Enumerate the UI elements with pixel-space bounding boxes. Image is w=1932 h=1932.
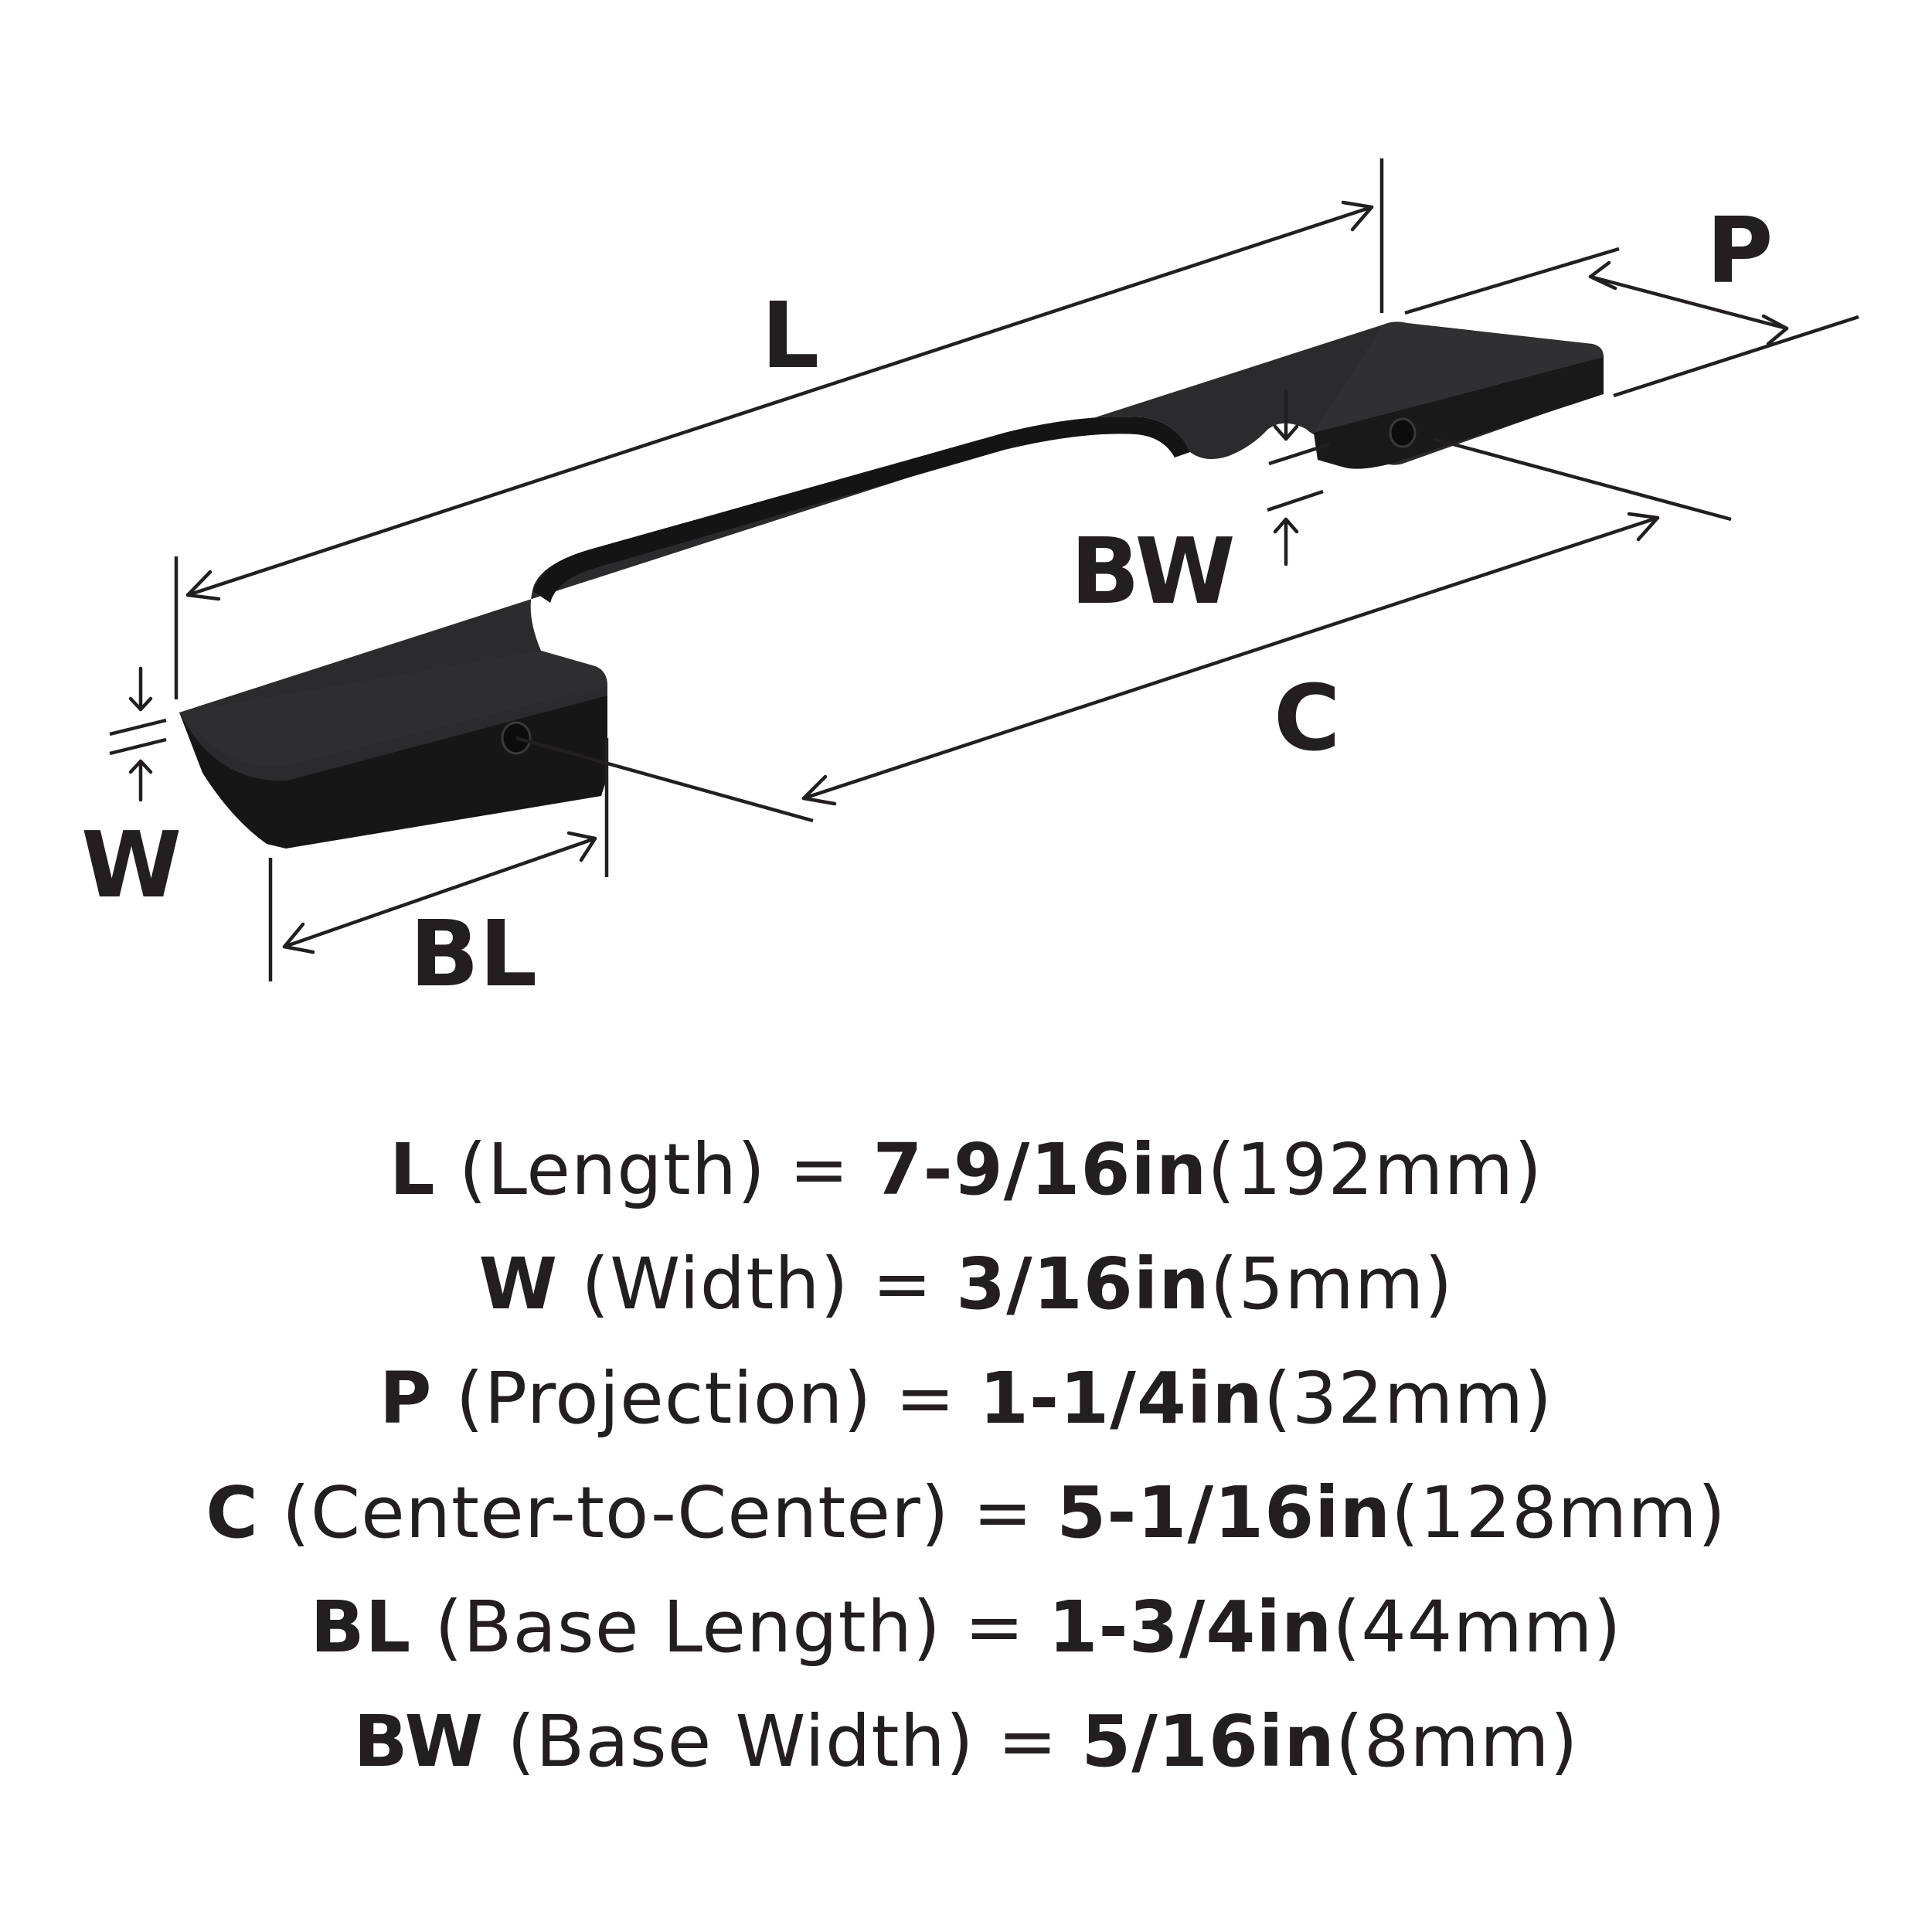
spec-equals: = [789, 1128, 850, 1211]
spec-metric-value: (5mm) [1209, 1243, 1454, 1325]
base-width-dimension: BW [1070, 388, 1330, 624]
spec-equals: = [872, 1243, 933, 1325]
right-base-front-face [1314, 357, 1604, 469]
length-arrow-right [1341, 200, 1374, 232]
base-width-arrow-down [1273, 424, 1299, 441]
base-width-ext-top [1268, 442, 1330, 466]
spec-imperial-value: 5/16in [1081, 1700, 1335, 1783]
width-arrow-up [128, 759, 153, 774]
spec-metric-value: (192mm) [1207, 1128, 1543, 1211]
spec-metric-value: (44mm) [1332, 1586, 1622, 1668]
center-arrow-left [801, 774, 837, 806]
center-ext-right [1433, 437, 1732, 522]
base-width-arrow-up [1273, 517, 1299, 534]
length-dimension: L [174, 158, 1384, 699]
handle-dimension-diagram: L P BW C W [81, 158, 1859, 1007]
width-dimension: W [81, 666, 182, 918]
width-arrow-down [128, 696, 153, 712]
specification-list: L (Length) = 7-9/16in(192mm) W (Width) =… [0, 1113, 1932, 1799]
spec-description: (Center-to-Center) [282, 1471, 950, 1554]
center-to-center-dimension: C [515, 437, 1732, 823]
center-ext-left [515, 736, 814, 823]
width-ext-bottom [109, 737, 167, 756]
base-width-ext-bottom [1267, 489, 1324, 512]
projection-label: P [1706, 197, 1773, 304]
spec-code: BW [353, 1700, 485, 1783]
spec-imperial-value: 5-1/16in [1056, 1471, 1392, 1554]
spec-imperial-value: 7-9/16in [872, 1128, 1208, 1211]
width-ext-top [109, 718, 167, 736]
spec-metric-value: (32mm) [1263, 1357, 1553, 1440]
width-label: W [81, 811, 182, 918]
base-width-label: BW [1070, 518, 1236, 624]
spec-equals: = [964, 1586, 1026, 1668]
center-label: C [1274, 665, 1341, 771]
spec-imperial-value: 1-3/4in [1048, 1586, 1333, 1668]
spec-code: P [379, 1357, 433, 1440]
projection-ext-top [1404, 247, 1620, 315]
center-dim-line [801, 515, 1660, 801]
spec-code: L [389, 1128, 436, 1211]
base-length-arrow-right [566, 831, 597, 862]
spec-imperial-value: 3/16in [956, 1243, 1210, 1325]
spec-description: (Length) [458, 1128, 766, 1211]
projection-dimension: P [1404, 197, 1859, 398]
spec-width: W (Width) = 3/16in(5mm) [0, 1227, 1932, 1342]
spec-description: (Projection) [455, 1357, 872, 1440]
spec-code: W [478, 1243, 559, 1325]
cabinet-pull-handle [179, 321, 1604, 849]
spec-imperial-value: 1-1/4in [979, 1357, 1264, 1440]
base-length-arrow-left [282, 922, 315, 954]
left-base-top [179, 651, 607, 767]
length-label: L [761, 282, 819, 389]
spec-equals: = [972, 1471, 1034, 1554]
spec-metric-value: (8mm) [1335, 1700, 1579, 1783]
projection-arrow-right [1761, 314, 1789, 346]
spec-equals: = [997, 1700, 1058, 1783]
base-length-label: BL [410, 900, 537, 1007]
right-base-top [1314, 321, 1604, 433]
spec-base-length: BL (Base Length) = 1-3/4in(44mm) [0, 1570, 1932, 1685]
right-screw-hole [1389, 417, 1417, 448]
spec-description: (Width) [581, 1243, 849, 1325]
spec-projection: P (Projection) = 1-1/4in(32mm) [0, 1342, 1932, 1456]
spec-center-to-center: C (Center-to-Center) = 5-1/16in(128mm) [0, 1456, 1932, 1570]
projection-arrow-left [1588, 260, 1617, 291]
spec-metric-value: (128mm) [1391, 1471, 1726, 1554]
spec-code: BL [310, 1586, 412, 1668]
spec-length: L (Length) = 7-9/16in(192mm) [0, 1113, 1932, 1227]
length-dim-line [185, 205, 1374, 597]
length-arrow-left [185, 570, 221, 601]
spec-equals: = [895, 1357, 956, 1440]
spec-base-width: BW (Base Width) = 5/16in(8mm) [0, 1685, 1932, 1799]
projection-ext-bottom [1613, 315, 1859, 398]
center-arrow-right [1627, 512, 1660, 542]
base-length-dimension: BL [268, 738, 609, 1007]
projection-dim-line [1588, 274, 1789, 331]
spec-description: (Base Length) [434, 1586, 941, 1668]
spec-description: (Base Width) [507, 1700, 975, 1783]
spec-code: C [206, 1471, 259, 1554]
base-length-dim-line [282, 836, 597, 949]
